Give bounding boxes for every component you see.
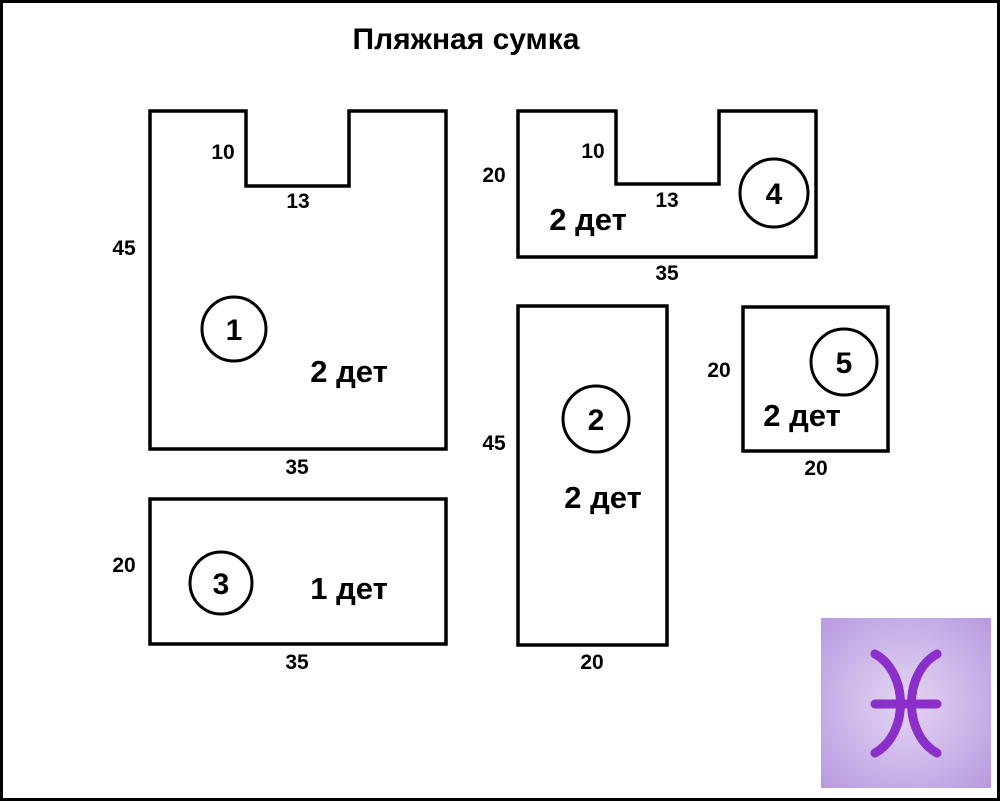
pattern-diagram: Пляжная сумка 10 13 45 35 1 2 дет 10 13 … [112,23,991,788]
piece-5-width: 20 [804,457,827,480]
piece-4-width: 35 [655,262,679,285]
piece-2-outline [516,304,669,647]
piece-3-height: 20 [112,554,135,577]
piece-3-outline [148,497,448,646]
piece-4-number: 4 [766,178,783,211]
piece-4-number-circle [738,157,810,229]
piece-1-notch-depth: 10 [211,141,234,164]
piece-1-height: 45 [112,237,136,260]
piece-4-notch-depth: 10 [581,140,604,163]
piece-3-number-circle [188,550,254,616]
page-title: Пляжная сумка [353,23,580,56]
piece-5-number: 5 [836,347,853,380]
piece-2-width: 20 [580,651,603,674]
piece-1-count: 2 дет [310,354,388,389]
piece-1-notch-width: 13 [286,190,309,213]
piece-5-height: 20 [707,359,730,382]
piece-2-number-circle [561,384,631,454]
piece-3-count: 1 дет [310,571,388,606]
piece-4-count: 2 дет [549,202,627,237]
piece-1-width: 35 [285,456,309,479]
pisces-symbol-icon [870,649,942,758]
piece-2-number: 2 [588,404,605,437]
piece-4-notch-width: 13 [655,189,678,212]
piece-1: 10 13 45 35 1 2 дет [112,109,448,479]
piece-2-height: 45 [482,432,506,455]
piece-5-count: 2 дет [763,398,841,433]
piece-1-outline [148,109,448,451]
piece-5-number-circle [809,327,879,397]
piece-4: 10 13 20 35 4 2 дет [482,109,818,285]
piece-1-number: 1 [226,314,243,347]
piece-1-number-circle [200,295,268,363]
pisces-logo [821,618,991,788]
piece-5: 20 20 5 2 дет [707,305,890,480]
piece-4-outline [516,109,818,259]
piece-5-outline [741,305,890,453]
piece-2: 45 20 2 2 дет [482,304,669,674]
piece-2-count: 2 дет [564,480,642,515]
piece-3-width: 35 [285,651,309,674]
piece-3: 20 35 3 1 дет [112,497,448,674]
piece-3-number: 3 [213,568,230,601]
piece-4-height: 20 [482,164,505,187]
